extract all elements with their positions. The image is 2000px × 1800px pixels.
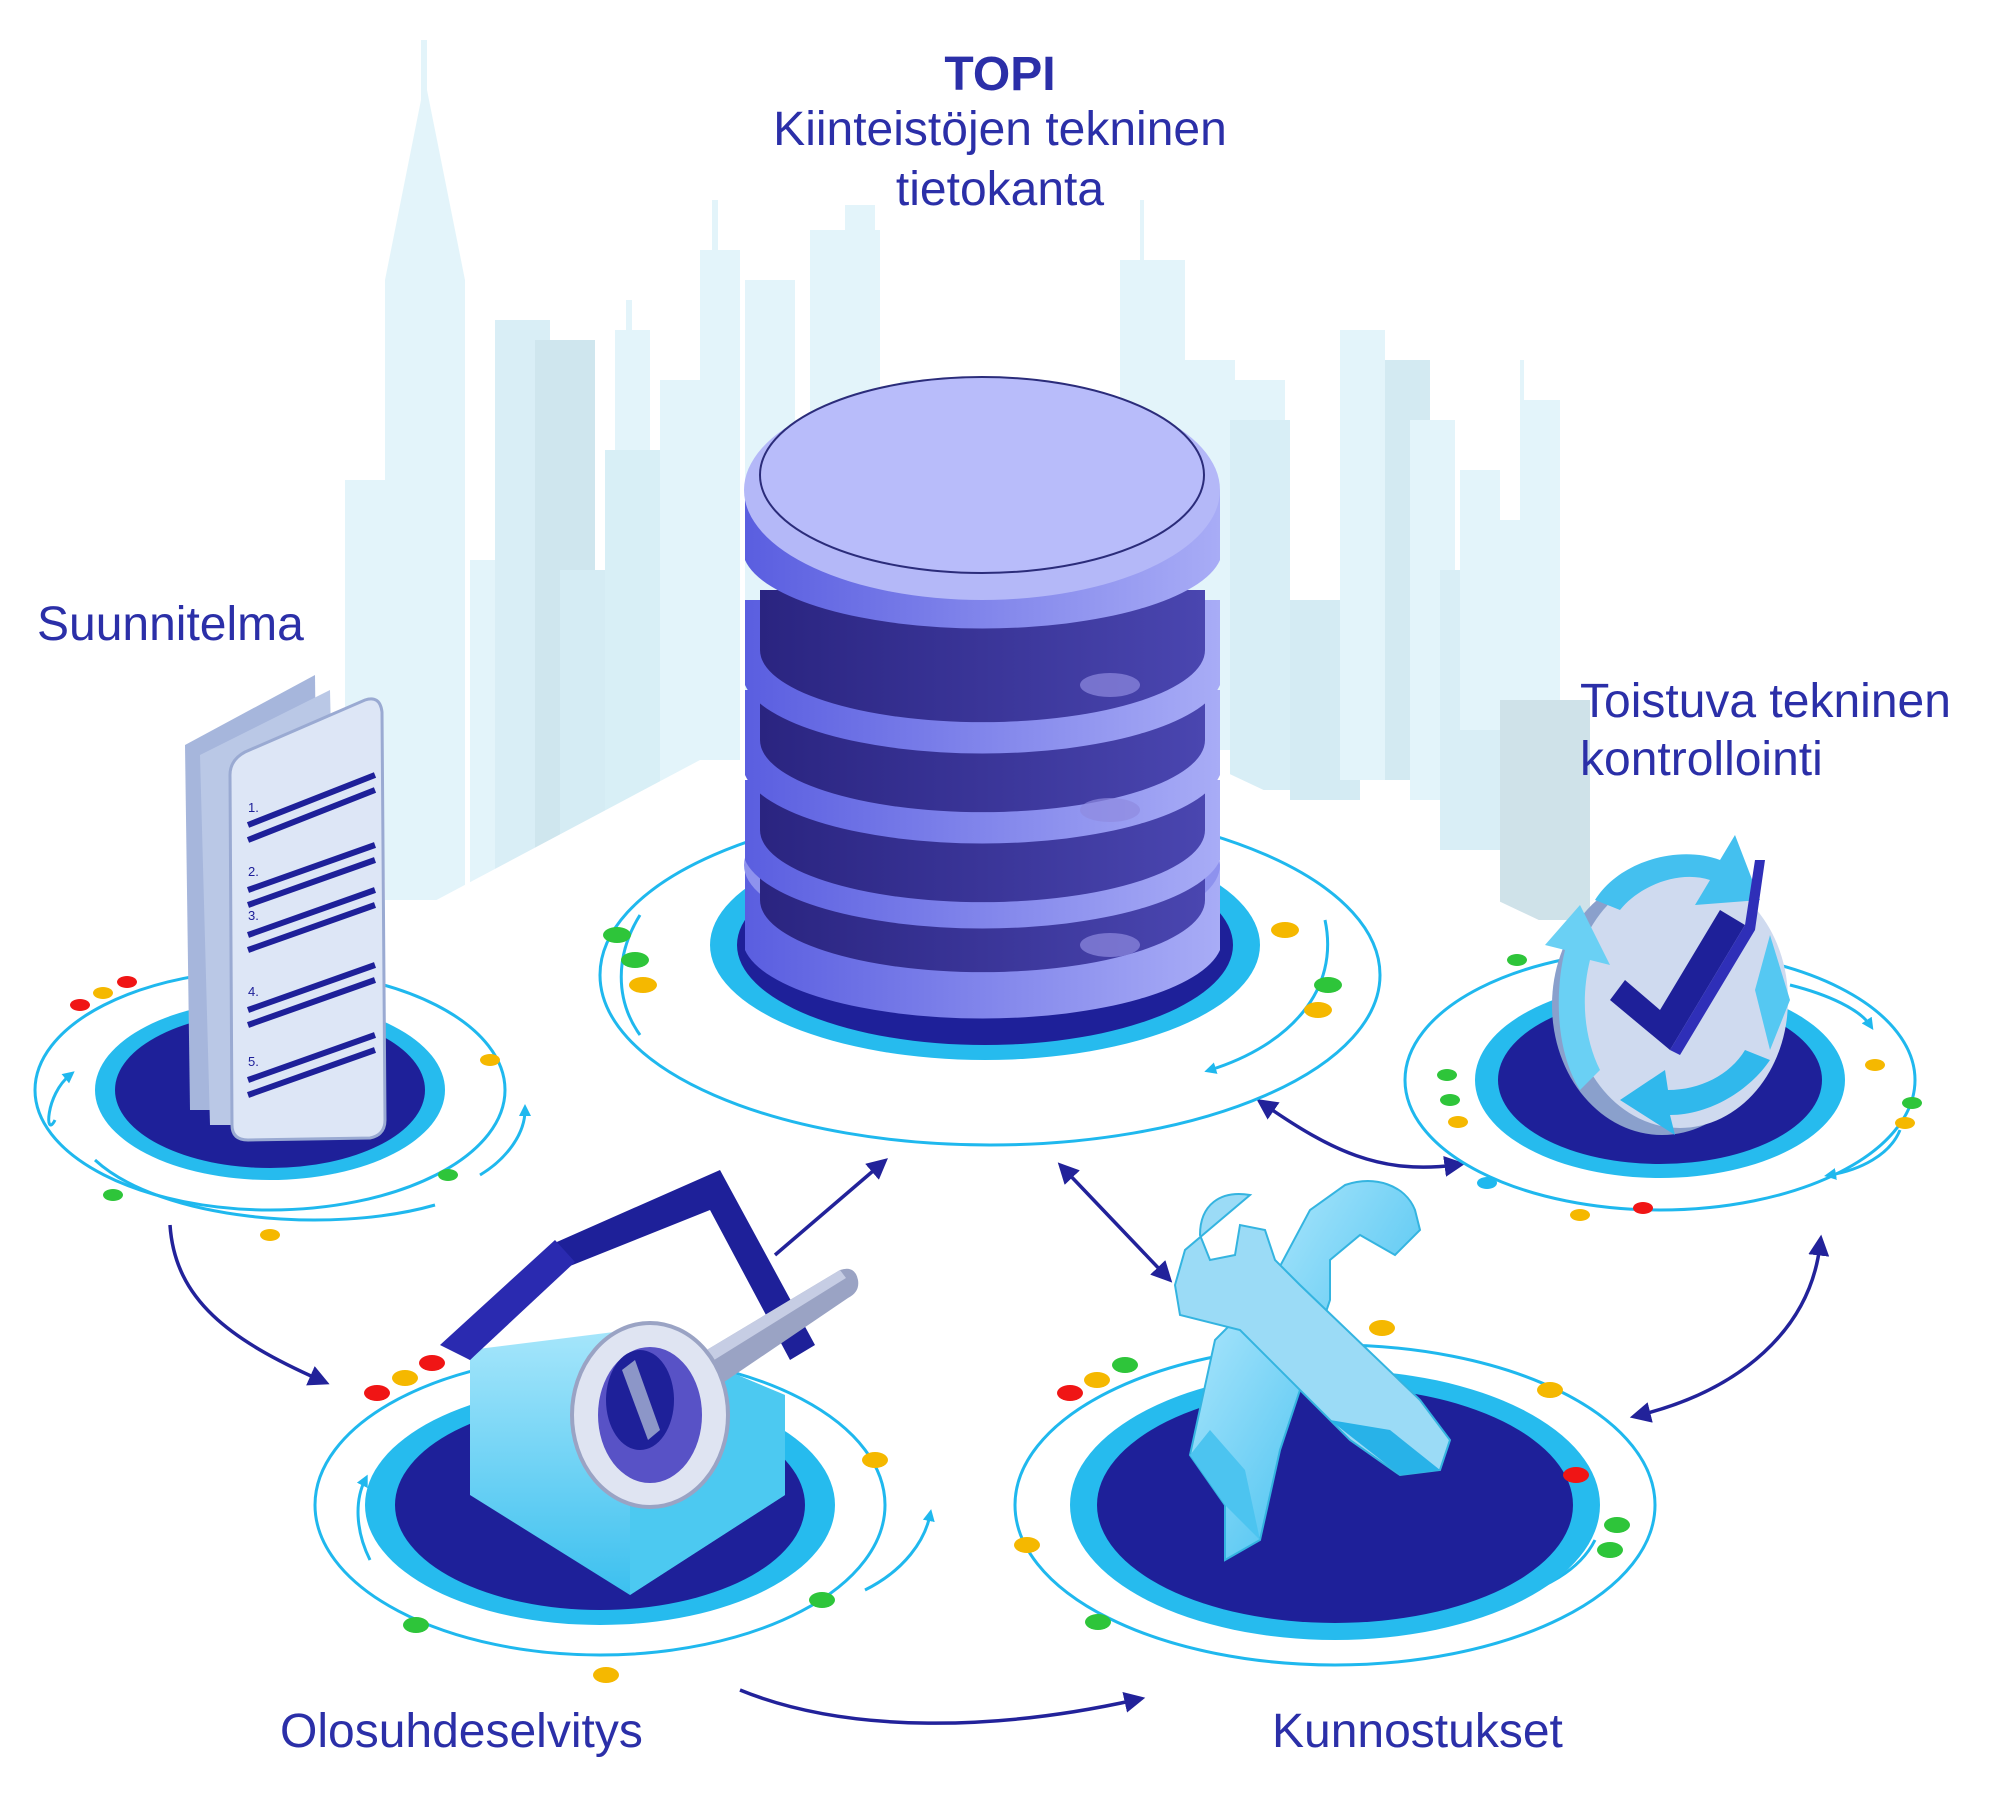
wrench-icon [1173,1180,1452,1562]
document-item-5: 5. [248,1054,259,1069]
stage-label-repairs: Kunnostukset [1272,1705,1563,1758]
document-item-3: 3. [248,908,259,923]
title-line-2: tietokanta [895,163,1105,216]
stage-label-recurring-2: kontrollointi [1580,733,1823,786]
document-item-2: 2. [248,864,259,879]
document-item-4: 4. [248,984,259,999]
arrow-plan-to-survey [168,1224,330,1386]
arrow-database-recurring [1256,1099,1466,1177]
stage-label-plan: Suunnitelma [37,598,304,651]
document-item-1: 1. [248,800,259,815]
title-brand: TOPI [944,48,1056,101]
document-icon: 1. 2. 3. 4. 5. [185,675,387,1142]
flow-arrows [168,1099,1830,1725]
database-icon [744,376,1220,1019]
arrow-database-repairs [1057,1162,1173,1283]
checkmark-icon [1545,835,1790,1135]
house-magnifier-icon [440,1170,859,1595]
title-line-1: Kiinteistöjen tekninen [773,103,1227,156]
arrow-survey-to-database [773,1158,888,1257]
status-dots [70,922,1922,1683]
arrow-survey-to-repairs [739,1688,1146,1725]
stage-label-survey: Olosuhdeselvitys [280,1705,643,1758]
stage-label-recurring-1: Toistuva tekninen [1580,675,1951,728]
arrow-repairs-recurring [1629,1234,1830,1423]
